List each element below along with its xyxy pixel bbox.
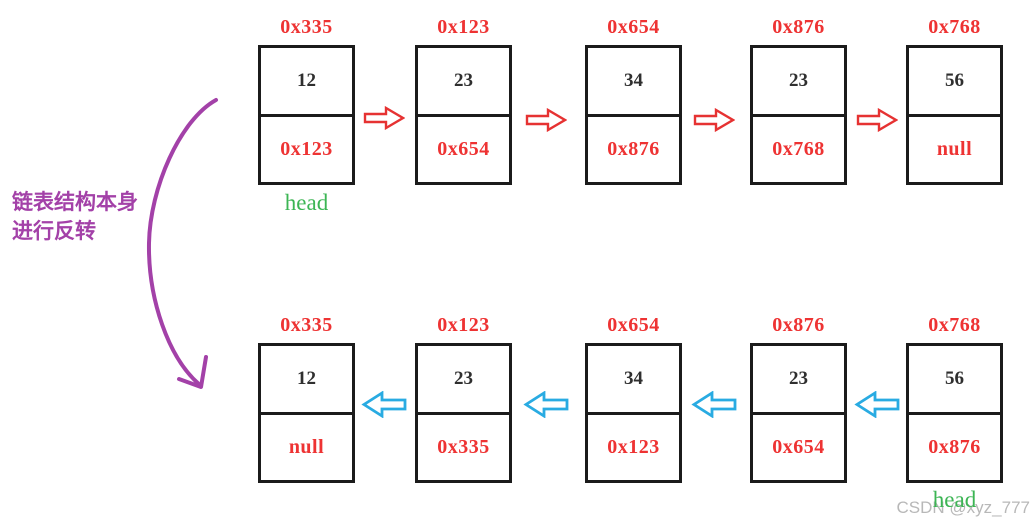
node-next-pointer: 0x123 [607, 436, 660, 458]
node-address-label: 0x123 [437, 314, 490, 336]
node-address-label: 0x335 [280, 314, 333, 336]
next-arrow-right-icon [856, 108, 898, 132]
next-arrow-left-icon [361, 391, 407, 418]
node-next-pointer: null [288, 436, 325, 458]
node-address-label: 0x876 [772, 16, 825, 38]
node-next-pointer: null [936, 138, 973, 160]
node-address-label: 0x335 [280, 16, 333, 38]
linked-list-node: 23 0x768 [750, 45, 847, 185]
node-address-label: 0x768 [928, 16, 981, 38]
node-next-pointer: 0x123 [280, 138, 333, 160]
node-value: 34 [588, 346, 679, 415]
node-address-label: 0x768 [928, 314, 981, 336]
node-address-label: 0x654 [607, 314, 660, 336]
node-value: 23 [418, 48, 509, 117]
node-next-pointer: 0x335 [437, 436, 490, 458]
head-pointer-label: head [932, 487, 977, 512]
node-next-pointer: 0x876 [607, 138, 660, 160]
node-value: 56 [909, 346, 1000, 415]
linked-list-node: 23 0x654 [415, 45, 512, 185]
node-value: 34 [588, 48, 679, 117]
node-next-pointer: 0x654 [437, 138, 490, 160]
next-arrow-left-icon [854, 391, 900, 418]
node-address-label: 0x876 [772, 314, 825, 336]
reversal-curve-arrow-icon [146, 98, 218, 389]
linked-list-node: 34 0x876 [585, 45, 682, 185]
node-address-label: 0x654 [607, 16, 660, 38]
node-value: 23 [418, 346, 509, 415]
next-arrow-right-icon [363, 106, 405, 130]
node-value: 56 [909, 48, 1000, 117]
linked-list-node: 56 null [906, 45, 1003, 185]
node-address-label: 0x123 [437, 16, 490, 38]
linked-list-node: 12 0x123 [258, 45, 355, 185]
node-value: 23 [753, 346, 844, 415]
next-arrow-left-icon [523, 391, 569, 418]
linked-list-node: 23 0x654 [750, 343, 847, 483]
linked-list-node: 56 0x876 [906, 343, 1003, 483]
linked-list-node: 23 0x335 [415, 343, 512, 483]
next-arrow-right-icon [525, 108, 567, 132]
next-arrow-left-icon [691, 391, 737, 418]
head-pointer-label: head [284, 190, 329, 215]
node-next-pointer: 0x768 [772, 138, 825, 160]
node-next-pointer: 0x654 [772, 436, 825, 458]
next-arrow-right-icon [693, 108, 735, 132]
linked-list-node: 12 null [258, 343, 355, 483]
reversal-annotation-text: 链表结构本身 进行反转 [12, 190, 138, 243]
linked-list-node: 34 0x123 [585, 343, 682, 483]
node-next-pointer: 0x876 [928, 436, 981, 458]
node-value: 23 [753, 48, 844, 117]
node-value: 12 [261, 48, 352, 117]
csdn-watermark: CSDN @xyz_777 [896, 498, 1030, 517]
node-value: 12 [261, 346, 352, 415]
